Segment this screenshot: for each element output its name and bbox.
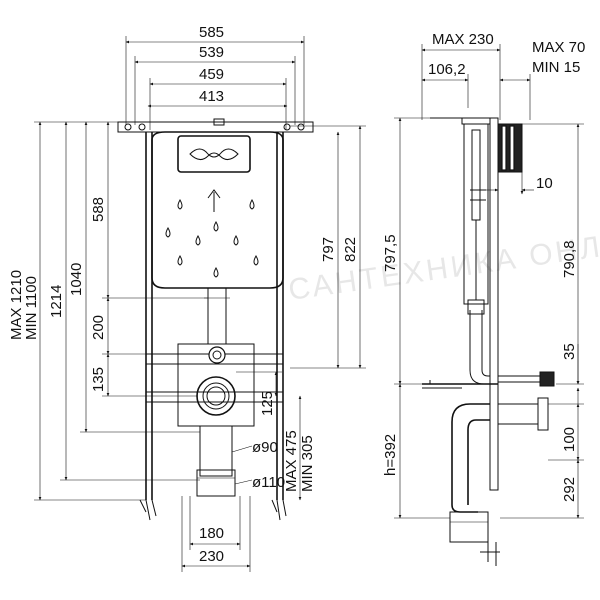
dim-106-2: 106,2 [428,61,466,78]
side-view: MAX 230 106,2 MAX 70 MIN 15 10 [382,31,585,566]
drain-connector [537,397,549,431]
wall-panel [489,117,499,491]
dim-135: 135 [90,367,107,392]
foot-left [139,499,157,521]
dim-max-230: MAX 230 [432,31,494,48]
dim-max-475: MAX 475 [283,430,300,492]
watermark: САНТЕХНИКА ОНЛАЙН [286,219,600,307]
left-dimensions: MAX 1210 MIN 1100 1214 1040 588 200 135 [8,121,208,501]
bolt-icon [283,123,291,131]
flush-button-icon [189,148,239,160]
bolt-icon [297,123,305,131]
dim-10: 10 [536,175,553,192]
flush-pipe [207,287,227,345]
water-drop-icons [165,198,259,278]
frame-top [461,117,491,125]
dim-dia-90: ø90 [252,439,278,456]
dim-100: 100 [561,427,578,452]
side-foot [480,542,500,566]
dim-min-15: MIN 15 [532,59,580,76]
front-view: 585 539 459 413 [8,24,366,572]
dim-180: 180 [199,525,224,542]
clip [213,118,225,126]
dim-max-1210: MAX 1210 [8,270,25,340]
top-dimensions: 585 539 459 413 [125,24,305,130]
dim-588: 588 [90,197,107,222]
dim-max-70: MAX 70 [532,39,585,56]
dim-125: 125 [259,391,276,416]
dim-790-8: 790,8 [561,240,578,278]
dim-797-5: 797,5 [382,234,399,272]
dim-230: 230 [199,548,224,565]
dim-585: 585 [199,24,224,41]
dim-min-1100: MIN 1100 [23,276,40,340]
dim-292: 292 [561,477,578,502]
cross-bar [145,391,284,403]
drain-elbow [196,469,236,497]
dim-1214: 1214 [48,285,65,318]
dim-1040: 1040 [68,263,85,296]
side-cistern [463,123,489,305]
dim-dia-110: ø110 [252,474,285,491]
drain-pipe [199,425,233,477]
dim-35: 35 [561,343,578,360]
inlet-icon [208,346,226,364]
flush-plate [177,135,251,173]
bolt-icon [124,123,132,131]
dim-539: 539 [199,44,224,61]
foot-right [271,499,287,521]
flush-outlet-nozzle [539,371,555,387]
dim-h-392: h=392 [382,434,399,476]
arrow-up-icon [207,189,221,212]
dim-459: 459 [199,66,224,83]
dim-797: 797 [320,237,337,262]
right-dimensions: 797 822 125 MAX 475 MIN 305 [236,125,366,501]
dim-822: 822 [342,237,359,262]
dim-min-305: MIN 305 [299,435,316,492]
dim-200: 200 [90,315,107,340]
bottom-elbow [449,511,489,543]
dim-413: 413 [199,88,224,105]
bolt-icon [138,123,146,131]
